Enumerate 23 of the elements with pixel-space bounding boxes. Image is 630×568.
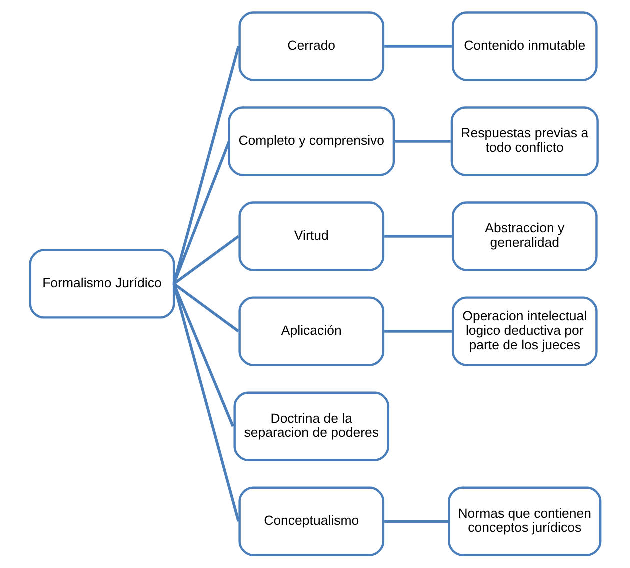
- node-box: Virtud: [238, 202, 384, 272]
- node-box: Abstraccion y generalidad: [451, 202, 598, 272]
- connector: [172, 282, 240, 333]
- node-box: Normas que contienen conceptos jurídicos: [448, 486, 602, 556]
- connector: [172, 46, 240, 284]
- node-box: Formalismo Jurídico: [28, 249, 175, 319]
- node-box: Conceptualismo: [238, 486, 384, 556]
- connector: [384, 520, 449, 523]
- connector: [172, 284, 240, 522]
- node-box: Operacion intelectual logico deductiva por parte de los jueces: [451, 296, 598, 366]
- node-box: Respuestas previas a todo conflicto: [450, 106, 598, 176]
- connector: [393, 140, 450, 143]
- node-box: Doctrina de la separacion de poderes: [233, 392, 390, 462]
- connector: [172, 235, 240, 286]
- node-box: Contenido inmutable: [451, 12, 598, 82]
- node-box: Completo y comprensivo: [228, 106, 395, 176]
- node-box: Cerrado: [238, 12, 384, 82]
- connector: [384, 235, 452, 238]
- node-box: Aplicación: [238, 296, 384, 366]
- connector: [172, 140, 230, 284]
- connector: [384, 330, 452, 333]
- connector: [172, 283, 234, 428]
- connector: [384, 45, 452, 48]
